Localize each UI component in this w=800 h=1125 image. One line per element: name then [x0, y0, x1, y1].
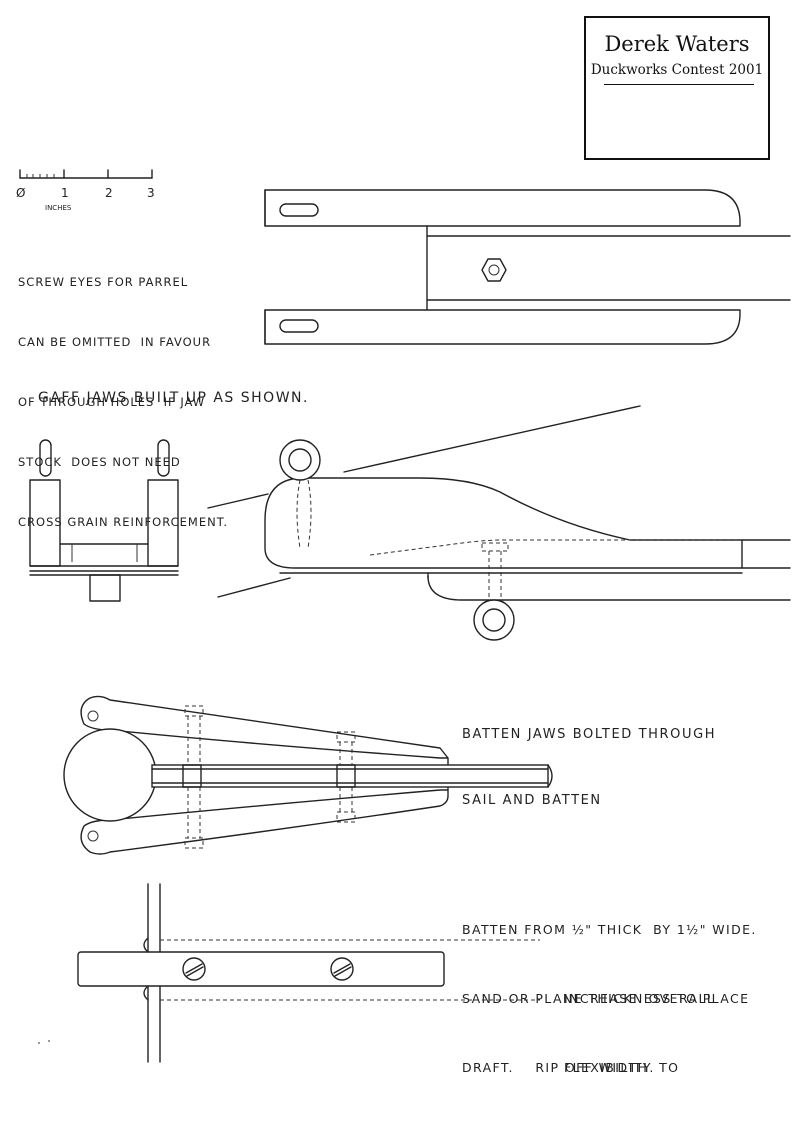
gaff-jaws-note: GAFF JAWS BUILT UP AS SHOWN. [38, 390, 309, 406]
note-line: BATTEN FROM ½" THICK BY 1½" WIDE. [462, 922, 757, 937]
note-line: CAN BE OMITTED IN FAVOUR [18, 335, 212, 349]
gaff-jaw-plan-view [264, 189, 791, 345]
screw-eyes-note: SCREW EYES FOR PARREL CAN BE OMITTED IN … [18, 232, 228, 572]
gaff-jaw-end-view [29, 439, 179, 602]
note-line: SAIL AND BATTEN [462, 793, 602, 808]
drawing-linework: Ø 1 2 3 INCHES [16, 169, 791, 1063]
author-name: Derek Waters [604, 32, 750, 56]
scale-tick-3: 3 [147, 186, 155, 200]
contest-name: Duckworks Contest 2001 [590, 62, 764, 78]
title-block: Derek Waters Duckworks Contest 2001 [584, 16, 770, 160]
scale-tick-2: 2 [105, 186, 113, 200]
batten-flex-note: INCREASE OVERALL FLEXIBILITY. [564, 941, 715, 1125]
batten-section-view [77, 883, 540, 1063]
title-underline [604, 84, 754, 85]
drawing-sheet: Ø 1 2 3 INCHES [16, 16, 791, 1075]
note-line: DRAFT. RIP OFF WIDTH TO [462, 1060, 680, 1075]
note-line: OF THROUGH HOLES IF JAW [18, 395, 206, 409]
note-line: CROSS GRAIN REINFORCEMENT. [18, 515, 229, 529]
note-line: SAND OR PLANE THICKNESS TO PLACE [462, 991, 750, 1006]
note-line: BATTEN JAWS BOLTED THROUGH [462, 727, 717, 742]
scale-bar: Ø 1 2 3 INCHES [16, 169, 155, 212]
batten-jaws-view [63, 695, 553, 855]
batten-size-note: BATTEN FROM ½" THICK BY 1½" WIDE. SAND O… [462, 872, 757, 1125]
gaff-jaw-side-view [207, 405, 791, 641]
scale-unit: INCHES [45, 204, 72, 212]
note-line: FLEXIBILITY. [564, 1060, 655, 1075]
note-line: STOCK DOES NOT NEED [18, 455, 181, 469]
scale-tick-1: 1 [61, 186, 69, 200]
scale-tick-0: Ø [16, 186, 25, 200]
batten-jaws-note: BATTEN JAWS BOLTED THROUGH SAIL AND BATT… [462, 680, 716, 856]
note-line: INCREASE OVERALL [564, 991, 716, 1006]
note-line: SCREW EYES FOR PARREL [18, 275, 189, 289]
